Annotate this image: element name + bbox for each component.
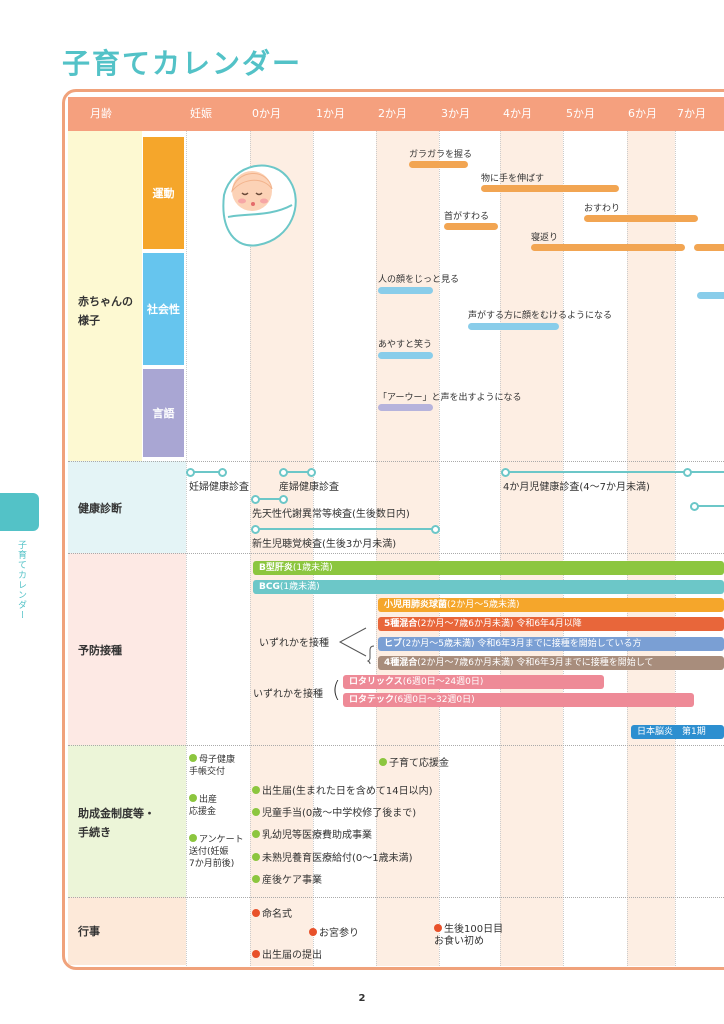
social-smile-bar [378,352,433,359]
support-birth-grant: 出産 応援金 [189,794,218,817]
vaccine-5mix-bar: 5種混合(2か月〜7歳6か月未満) 令和6年4月以降 [378,617,724,631]
section-events-label: 行事 [78,925,100,938]
vaccine-hib-bar: ヒブ(2か月〜5歳未満) 令和6年3月までに接種を開始している方 [378,637,724,651]
baby-section-bg [68,131,142,461]
page-title: 子育てカレンダー [62,47,303,80]
motor-reach-bar [481,185,619,192]
motor-sit-label: おすわり [584,204,621,214]
baby-illustration [222,164,297,247]
age-header [68,97,724,131]
checkup-postpartum-label: 産婦健康診査 [279,482,339,493]
header-pregnancy: 妊娠 [190,107,212,120]
side-tab [0,493,39,531]
event-naming: 命名式 [252,905,292,920]
vaccine-rotarix-bar: ロタリックス(6週0日〜24週0日) [343,675,604,689]
header-7m: 7か月 [677,107,706,120]
support-section-bg [68,745,186,897]
events-section-bg [68,897,186,965]
checkup-cont-line [694,505,724,507]
vaccine-section-bg [68,553,186,745]
motor-roll-bar-cont [694,244,724,251]
motor-grasp-label: ガラガラを握る [409,150,473,160]
checkup-section-bg [68,461,186,553]
header-6m: 6か月 [628,107,657,120]
social-smile-label: あやすと笑う [378,340,433,350]
support-child-grant: 子育て応援金 [379,754,449,769]
social-voice-label: 声がする方に顔をむけるようになる [468,311,613,321]
col-band-2 [376,131,439,966]
header-3m: 3か月 [441,107,470,120]
page-number: 2 [358,993,366,1004]
checkup-hearing-line [255,528,435,530]
side-tab-label: 子育てカレンダー [16,540,26,620]
vaccine-either-label-1: いずれかを接種 [259,638,329,649]
checkup-metabolic-label: 先天性代謝異常等検査(生後数日内) [252,509,410,520]
header-2m: 2か月 [378,107,407,120]
checkup-pregnancy-label: 妊婦健康診査 [189,482,249,493]
vaccine-bcg-bar: BCG(1歳未満) [253,580,724,594]
support-medical-aid: 乳幼児等医療費助成事業 [252,826,372,841]
social-face-label: 人の顔をじっと見る [378,275,460,285]
checkup-pregnancy-line [190,471,222,473]
support-survey: アンケート 送付(妊娠 7か月前後) [189,834,244,869]
social-voice-bar [468,323,559,330]
vaccine-pneumo-bar: 小児用肺炎球菌(2か月〜5歳未満) [378,598,724,612]
col-band-0 [250,131,313,966]
support-premature-care: 未熟児養育医療給付(0〜1歳未満) [252,849,413,864]
vaccine-rotateq-bar: ロタテック(6週0日〜32週0日) [343,693,694,707]
support-handbook: 母子健康 手帳交付 [189,754,236,777]
vaccine-hepb-bar: B型肝炎(1歳未満) [253,561,724,575]
checkup-4m-label: 4か月児健康診査(4〜7か月未満) [503,482,650,493]
header-0m: 0か月 [252,107,281,120]
checkup-metabolic-line [255,498,283,500]
category-motor: 運動 [143,137,184,249]
header-5m: 5か月 [566,107,595,120]
vaccine-4mix-bar: 4種混合(2か月〜7歳6か月未満) 令和6年3月までに接種を開始して [378,656,724,670]
social-face-bar [378,287,433,294]
checkup-hearing-label: 新生児聴覚検査(生後3か月未満) [252,539,397,550]
event-first-meal: 生後100日目 お食い初め [434,924,504,947]
vaccine-je-bar: 日本脳炎 第1期 [631,725,724,739]
motor-neck-bar [444,223,498,230]
event-shrine-visit: お宮参り [309,924,359,939]
motor-roll-bar [531,244,685,251]
social-cont-bar [697,292,724,299]
support-postpartum-care: 産後ケア事業 [252,871,322,886]
vaccine-either-label-2: いずれかを接種 [253,689,323,700]
motor-sit-bar [584,215,698,222]
support-birth-register: 出生届(生まれた日を含めて14日以内) [252,782,433,797]
motor-grasp-bar [409,161,468,168]
section-vaccine-label: 予防接種 [78,644,122,657]
vaccine-branch-icon [338,627,375,665]
calendar-frame [62,89,724,970]
col-band-4 [500,131,563,966]
header-1m: 1か月 [316,107,345,120]
checkup-4m-line [505,471,724,473]
section-checkup-label: 健康診断 [78,502,122,515]
col-band-6 [627,131,675,966]
header-age: 月齢 [90,107,112,120]
category-social: 社会性 [143,253,184,365]
support-child-allowance: 児童手当(0歳〜中学校修了後まで) [252,804,416,819]
motor-reach-label: 物に手を伸ばす [481,174,545,184]
language-coo-label: 「アーウー」と声を出すようになる [378,393,522,403]
checkup-postpartum-line [283,471,311,473]
motor-neck-label: 首がすわる [444,212,490,222]
vaccine-paren-icon: ( [332,678,341,703]
motor-roll-label: 寝返り [531,233,559,243]
section-baby-label: 赤ちゃんの 様子 [78,295,133,327]
header-4m: 4か月 [503,107,532,120]
section-support-label: 助成金制度等・ 手続き [78,807,155,839]
language-coo-bar [378,404,433,411]
category-language: 言語 [143,369,184,457]
event-birth-report: 出生届の提出 [252,946,322,961]
